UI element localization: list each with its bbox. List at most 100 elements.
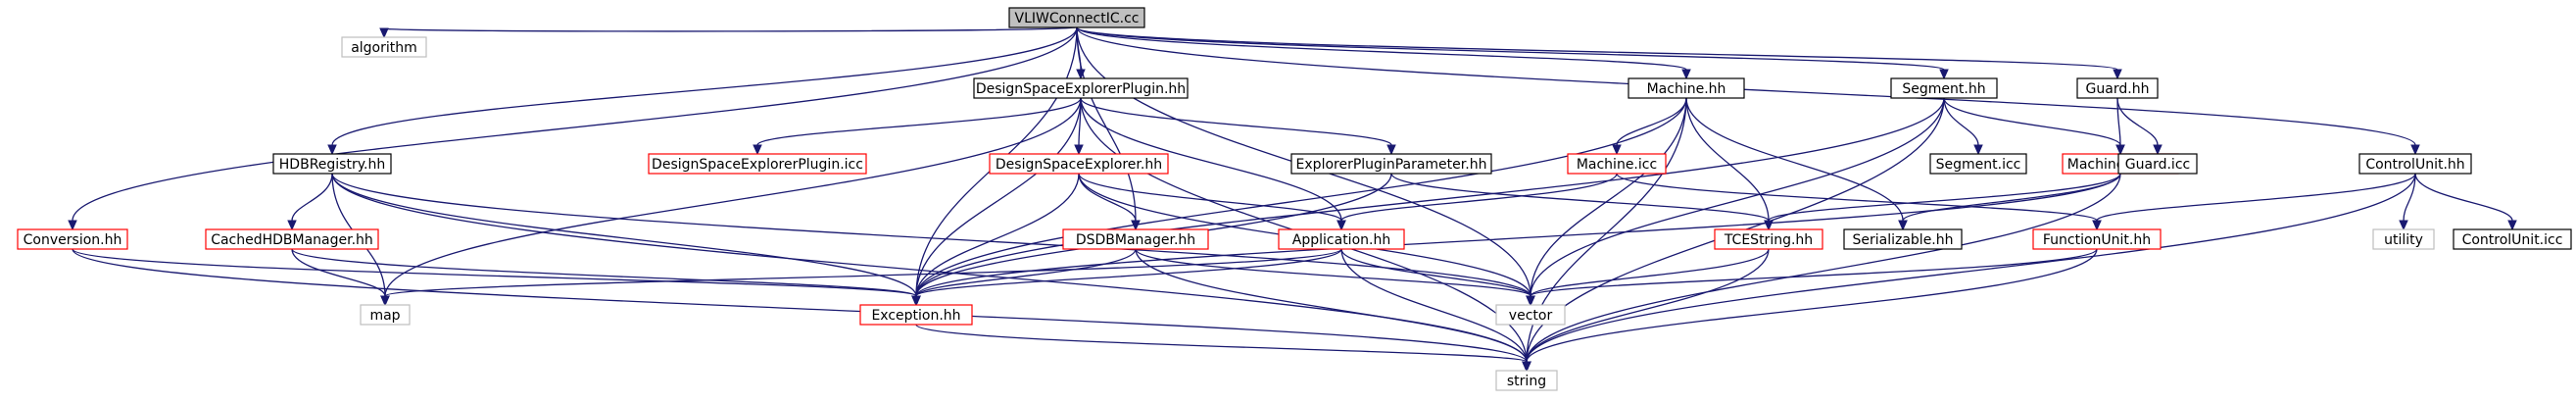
node-cachedhdb[interactable]: CachedHDBManager.hh [205,228,379,250]
node-label: CachedHDBManager.hh [211,232,373,248]
edge-line [1340,248,1528,363]
node-guardicc[interactable]: Guard.icc [2117,153,2198,175]
node-dsdb[interactable]: DSDBManager.hh [1062,228,1209,250]
node-machine[interactable]: Machine.hh [1628,77,1745,99]
edge-line [383,26,1078,32]
edge-segment-to-segmenticc [1943,97,1983,156]
edge-line [1768,173,2121,222]
edge-controlunit-to-functionunit [2092,173,2416,231]
node-dsepicc[interactable]: DesignSpaceExplorerPlugin.icc [648,153,867,175]
node-box [1290,153,1492,175]
edge-arrowhead [2092,220,2102,231]
node-conversion[interactable]: Conversion.hh [17,228,128,250]
edge-line [291,173,333,222]
edge-line [2414,173,2513,222]
edge-machineicc-to-functionunit [1616,173,2102,231]
edge-machine-to-tcestring [1685,97,1774,231]
node-box [1495,304,1566,326]
edge-line [1530,248,1770,297]
node-string[interactable]: string [1495,370,1558,391]
node-box [1495,370,1558,391]
edge-vliw-to-hdbreg [327,26,1078,156]
edge-machineicc-to-application [1337,173,1618,231]
node-box [1890,77,1998,99]
edge-line [1135,248,1531,297]
edge-line [915,173,1080,297]
node-machineicc[interactable]: Machine.icc [1567,153,1667,175]
node-segmenticc[interactable]: Segment.icc [1929,153,2027,175]
edge-line [331,26,1078,146]
node-controlunit[interactable]: ControlUnit.hh [2358,153,2472,175]
node-guard[interactable]: Guard.hh [2076,77,2159,99]
edge-line [331,173,917,297]
node-label: Segment.hh [1902,81,1985,97]
node-tcestring[interactable]: TCEString.hh [1714,228,1823,250]
node-label: DSDBManager.hh [1076,232,1195,248]
edge-dsep-to-map [380,97,1082,307]
node-label: ControlUnit.hh [2365,157,2464,173]
edge-line [72,26,1078,222]
node-box [1929,153,2027,175]
edge-vliw-to-algorithm [379,26,1078,39]
node-algorithm[interactable]: algorithm [341,36,427,58]
edge-line [291,248,386,297]
edge-conversion-to-exception [72,248,921,307]
node-dse[interactable]: DesignSpaceExplorer.hh [989,153,1169,175]
node-epp[interactable]: ExplorerPluginParameter.hh [1290,153,1492,175]
node-vector[interactable]: vector [1495,304,1566,326]
edge-line [2116,97,2121,146]
edge-segment-to-exception [911,97,1945,307]
edge-line [1135,248,1528,363]
node-box [989,153,1169,175]
edge-arrowhead [1939,69,1949,80]
node-exception[interactable]: Exception.hh [859,304,973,326]
node-box [1008,7,1145,28]
node-serializable[interactable]: Serializable.hh [1843,228,1963,250]
edge-cachedhdb-to-map [291,248,390,307]
edge-line [915,97,1687,297]
edge-line [1076,26,2416,146]
edge-arrowhead [379,27,389,39]
edge-arrowhead [911,295,921,307]
edge-line [1943,97,2121,146]
node-label: string [1507,374,1546,389]
edge-arrowhead [1612,144,1622,156]
edge-line [72,248,1528,363]
edge-epp-to-tcestring [1390,173,1774,231]
node-label: vector [1509,308,1553,324]
edge-arrowhead [2115,144,2125,156]
edge-line [331,173,1531,297]
node-controluniticc[interactable]: ControlUnit.icc [2453,228,2572,250]
node-vliw[interactable]: VLIWConnectIC.cc [1008,7,1145,28]
edge-line [1526,248,2098,363]
edge-line [1340,173,1618,222]
node-hdbreg[interactable]: HDBRegistry.hh [272,153,392,175]
edge-arrowhead [1386,144,1396,156]
node-box [2032,228,2162,250]
node-utility[interactable]: utility [2372,228,2435,250]
node-dsep[interactable]: DesignSpaceExplorerPlugin.hh [973,77,1189,99]
node-functionunit[interactable]: FunctionUnit.hh [2032,228,2162,250]
node-label: Conversion.hh [24,232,122,248]
node-map[interactable]: map [360,304,411,326]
edge-line [1685,97,1904,222]
edge-line [1080,97,1342,222]
edge-line [1943,97,1979,146]
node-segment[interactable]: Segment.hh [1890,77,1998,99]
edge-dsep-to-dsepicc [753,97,1082,156]
edge-hdbreg-to-cachedhdb [287,173,333,231]
edge-line [1530,248,2098,297]
edge-arrowhead [1526,295,1535,307]
edge-arrowhead [1681,69,1691,80]
edge-arrowhead [1074,144,1084,156]
edge-vliw-to-machine [1076,26,1691,80]
node-box [648,153,867,175]
edge-line [915,324,1528,363]
edge-machinepart-to-tcestring [1764,173,2121,231]
node-box [2076,77,2159,99]
node-box [2117,153,2198,175]
edge-arrowhead [327,144,337,156]
node-application[interactable]: Application.hh [1278,228,1405,250]
edge-arrowhead [1973,144,1983,156]
node-label: TCEString.hh [1724,232,1813,248]
